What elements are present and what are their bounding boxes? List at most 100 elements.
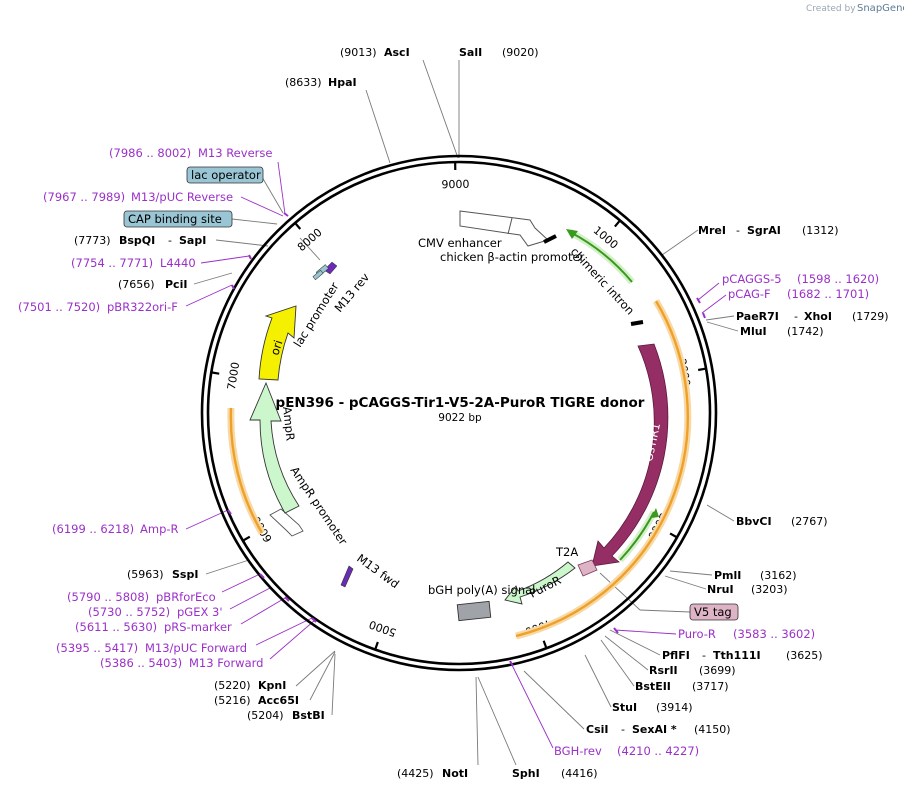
leader-sphi: [477, 676, 517, 766]
site-pos: (2767): [791, 515, 828, 528]
tick-mark-7000: [211, 371, 220, 375]
site-sspi[interactable]: (5963) SspI: [127, 568, 198, 581]
site-pos: (1312): [802, 224, 839, 237]
tick-mark-6000: [242, 535, 251, 542]
tick-mark-4000: [542, 640, 548, 649]
primer-pcaggs5[interactable]: pCAGGS-5 (1598 .. 1620): [722, 272, 879, 286]
primer-name: M13 Forward: [189, 656, 263, 670]
site-name: BspQI: [119, 234, 155, 247]
primer-puro-r[interactable]: Puro-R (3583 .. 3602): [678, 627, 815, 641]
tick-label-9000: 9000: [441, 178, 469, 191]
pl-pcaggs5: [697, 282, 720, 301]
leader-pmli: [669, 570, 713, 576]
lac-features: [312, 261, 338, 281]
site-hpai[interactable]: (8633) HpaI: [285, 76, 357, 89]
site-name: KpnI: [258, 679, 286, 692]
site-nrui[interactable]: NruI (3203): [707, 583, 788, 596]
primer-range: (5386 .. 5403): [100, 656, 182, 670]
leader-pflfi: [609, 629, 661, 656]
site-name2: XhoI: [804, 310, 832, 323]
primer-tick-pbr322: [231, 284, 235, 290]
site-mrei[interactable]: MreI - SgrAI (1312): [698, 224, 839, 237]
site-name: CsiI: [586, 723, 608, 736]
primer-tick-ampr: [227, 509, 232, 515]
site-csii[interactable]: CsiI - SexAI * (4150): [586, 723, 731, 736]
pl-pgex: [229, 587, 271, 610]
leader-stui: [584, 654, 612, 708]
site-dash: -: [794, 310, 798, 323]
primer-name: pGEX 3': [177, 605, 223, 619]
site-kpni[interactable]: (5220) KpnI: [214, 679, 286, 692]
site-pcii[interactable]: (7656) PciI: [118, 278, 187, 291]
cmv-shape: [459, 210, 549, 247]
primer-m13puc-reverse[interactable]: (7967 .. 7989) M13/pUC Reverse: [43, 190, 233, 204]
m13-fwd-arrow: [340, 565, 354, 588]
site-bbvci[interactable]: BbvCI (2767): [736, 515, 828, 528]
callout-text: V5 tag: [694, 605, 732, 619]
primer-tick-puror: [613, 627, 619, 634]
callout-lac-operator[interactable]: lac operator: [186, 166, 264, 184]
site-bspqi[interactable]: (7773) BspQI - SapI: [74, 234, 206, 247]
restriction-sites: (9013) AscI SalI (9020) (8633) HpaI MreI…: [74, 46, 889, 780]
primer-name: M13/pUC Forward: [145, 641, 247, 655]
tick-mark-5000: [374, 641, 379, 650]
primer-name: Puro-R: [678, 627, 716, 641]
site-paer7i[interactable]: PaeR7I - XhoI (1729): [736, 310, 889, 323]
site-acc65i[interactable]: (5216) Acc65I: [214, 694, 299, 707]
leader-bsteii: [600, 639, 635, 687]
tick-label-7000: 7000: [225, 361, 242, 391]
cmv-enhancer-feature: [459, 210, 557, 247]
primer-pgex3[interactable]: (5730 .. 5752) pGEX 3': [88, 605, 223, 619]
site-rsrii[interactable]: RsrII (3699): [649, 664, 736, 677]
leader-m13rev-inner: [299, 237, 321, 261]
orange-arc-left: [229, 407, 264, 534]
site-name: SphI: [512, 767, 540, 780]
green-arc: [619, 511, 655, 561]
primer-amp-r[interactable]: (6199 .. 6218) Amp-R: [52, 522, 179, 536]
callout-v5-tag[interactable]: V5 tag: [689, 603, 739, 621]
tick-label-8000: 8000: [295, 226, 325, 254]
bgh-box: [456, 600, 492, 622]
primer-pcag-f[interactable]: pCAG-F (1682 .. 1701): [728, 287, 869, 301]
primer-range: (1598 .. 1620): [797, 272, 879, 286]
site-name: BbvCI: [736, 515, 772, 528]
ori-label: ori: [268, 338, 286, 357]
site-pflfi[interactable]: PflFI - Tth111I (3625): [662, 649, 823, 662]
site-sphi[interactable]: SphI (4416): [512, 767, 598, 780]
site-pos: (4150): [694, 723, 731, 736]
primer-tick-pcagf: [702, 312, 706, 319]
primer-prs-marker[interactable]: (5611 .. 5630) pRS-marker: [75, 620, 232, 634]
pl-m13fwd: [269, 619, 316, 660]
site-mlui[interactable]: MluI (1742): [740, 325, 824, 338]
site-noti[interactable]: (4425) NotI: [397, 767, 468, 780]
primer-l4440[interactable]: (7754 .. 7771) L4440: [71, 256, 196, 270]
site-bstbi[interactable]: (5204) BstBI: [247, 709, 325, 722]
leader-nrui: [664, 575, 707, 590]
leader-asci: [422, 59, 459, 159]
site-name: Acc65I: [258, 694, 299, 707]
site-pos: (5204): [247, 709, 284, 722]
site-asci[interactable]: (9013) AscI: [340, 46, 410, 59]
tick-mark-2000: [697, 367, 707, 372]
primer-pbrforeco[interactable]: (5790 .. 5808) pBRforEco: [67, 590, 216, 604]
leader-hpai: [365, 89, 391, 164]
orange-arcs: [227, 299, 692, 640]
site-sali[interactable]: SalI (9020): [459, 46, 539, 59]
primer-bgh-rev[interactable]: BGH-rev (4210 .. 4227): [554, 744, 699, 758]
primer-pbr322ori-f[interactable]: (7501 .. 7520) pBR322ori-F: [18, 300, 178, 314]
pl-pcagf: [701, 294, 727, 314]
leader-paer7i: [705, 315, 735, 321]
pl-m13pucrev: [240, 196, 284, 217]
tick-mark-1000: [614, 219, 621, 228]
site-stui[interactable]: StuI (3914): [612, 701, 693, 714]
primer-m13-forward[interactable]: (5386 .. 5403) M13 Forward: [100, 656, 263, 670]
primer-m13puc-forward[interactable]: (5395 .. 5417) M13/pUC Forward: [56, 641, 247, 655]
site-pmli[interactable]: PmlI (3162): [714, 569, 797, 582]
site-pos: (3914): [656, 701, 693, 714]
callout-cap-binding-site[interactable]: CAP binding site: [123, 210, 233, 228]
site-bsteii[interactable]: BstEII (3717): [635, 680, 729, 693]
site-pos: (9013): [340, 46, 377, 59]
primer-m13-reverse[interactable]: (7986 .. 8002) M13 Reverse: [109, 146, 272, 160]
backbone-outer: [200, 154, 718, 672]
site-name: SspI: [172, 568, 198, 581]
